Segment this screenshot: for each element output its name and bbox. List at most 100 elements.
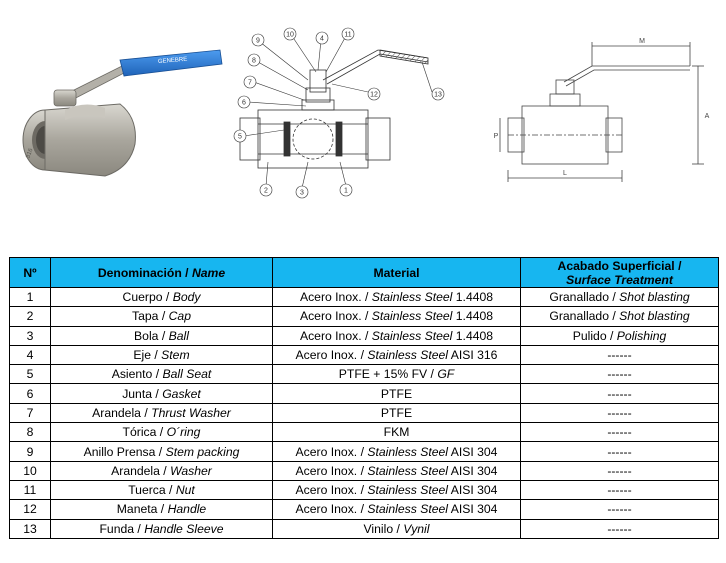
dimension-label-l: L xyxy=(563,170,567,177)
cell-material: Acero Inox. / Stainless Steel AISI 304 xyxy=(272,460,521,481)
material-es: Acero Inox. xyxy=(295,502,358,517)
part-name-es: Eje xyxy=(133,348,151,363)
cell-finish: ------ xyxy=(520,422,719,443)
cell-finish: ------ xyxy=(520,402,719,424)
cell-number: 5 xyxy=(9,364,51,385)
header-finish: Acabado Superficial /Surface Treatment xyxy=(520,257,719,288)
table-row: 8 Tórica / O´ring FKM ------ xyxy=(9,422,719,443)
part-number: 9 xyxy=(26,444,34,459)
cell-name: Maneta / Handle xyxy=(50,499,273,520)
part-name-en: Gasket xyxy=(162,386,201,401)
finish-none: ------ xyxy=(607,405,632,420)
callout-9: 9 xyxy=(256,38,260,45)
finish-none: ------ xyxy=(607,386,632,401)
cell-number: 8 xyxy=(9,422,51,443)
callout-13: 13 xyxy=(434,92,442,99)
finish-none: ------ xyxy=(607,483,632,498)
cell-name: Arandela / Thrust Washer xyxy=(50,402,273,424)
material-code: 1.4408 xyxy=(455,328,494,343)
part-number: 13 xyxy=(23,521,37,536)
part-name-en: Nut xyxy=(175,483,195,498)
finish-none: ------ xyxy=(607,521,632,536)
cell-material: Acero Inox. / Stainless Steel AISI 304 xyxy=(272,441,521,462)
part-name-es: Bola xyxy=(134,328,159,343)
part-number: 2 xyxy=(26,309,34,324)
part-number: 11 xyxy=(23,483,37,498)
callout-2: 2 xyxy=(264,188,268,195)
part-name-es: Cuerpo xyxy=(122,290,163,305)
cell-material: Acero Inox. / Stainless Steel AISI 304 xyxy=(272,499,521,520)
part-name-es: Tuerca xyxy=(128,483,166,498)
cell-number: 3 xyxy=(9,325,51,346)
material-code: 1.4408 xyxy=(455,309,494,324)
cell-name: Arandela / Washer xyxy=(50,460,273,481)
finish-none: ------ xyxy=(607,502,632,517)
part-number: 5 xyxy=(26,367,34,382)
header-finish-en: Surface Treatment xyxy=(566,272,673,287)
material-code: 1.4408 xyxy=(455,290,494,305)
cell-material: Vinilo / Vynil xyxy=(272,518,521,539)
material: FKM xyxy=(383,425,410,440)
material-en: Vynil xyxy=(403,521,430,536)
finish-none: ------ xyxy=(607,444,632,459)
callout-3: 3 xyxy=(300,190,304,197)
header-material: Material xyxy=(272,257,521,288)
material-es: Acero Inox. xyxy=(299,290,362,305)
part-number: 6 xyxy=(26,386,34,401)
part-name-en: Thrust Washer xyxy=(151,405,231,420)
callout-4: 4 xyxy=(320,36,324,43)
table-header-row: Nº Denominación / Name Material Acabado … xyxy=(9,257,719,288)
cell-material: PTFE + 15% FV / GF xyxy=(272,364,521,385)
material-en: Stainless Steel xyxy=(367,502,448,517)
cell-finish: ------ xyxy=(520,499,719,520)
finish-none: ------ xyxy=(607,348,632,363)
finish-none: ------ xyxy=(607,463,632,478)
material-code: AISI 304 xyxy=(450,483,498,498)
finish-none: ------ xyxy=(607,367,632,382)
cell-finish: ------ xyxy=(520,364,719,385)
part-number: 4 xyxy=(26,348,34,363)
material-en: GF xyxy=(437,367,455,382)
cell-name: Funda / Handle Sleeve xyxy=(50,518,273,539)
cell-name: Anillo Prensa / Stem packing xyxy=(50,441,273,462)
svg-text:316: 316 xyxy=(25,147,34,159)
svg-text:GENEBRE: GENEBRE xyxy=(158,57,188,66)
part-name-en: Washer xyxy=(170,463,212,478)
cell-name: Eje / Stem xyxy=(50,344,273,366)
callout-1: 1 xyxy=(344,188,348,195)
cell-material: Acero Inox. / Stainless Steel 1.4408 xyxy=(272,286,521,308)
cell-number: 10 xyxy=(9,460,51,481)
material-en: Stainless Steel xyxy=(371,309,453,324)
valve-product-photo: GENEBRE 316 xyxy=(22,49,223,177)
material-en: Stainless Steel xyxy=(367,483,448,498)
material: PTFE xyxy=(380,386,413,401)
material-en: Stainless Steel xyxy=(367,444,448,459)
dimension-label-a: A xyxy=(705,113,710,120)
cell-finish: ------ xyxy=(520,518,719,539)
cell-material: FKM xyxy=(272,422,521,443)
material-es: Acero Inox. xyxy=(295,348,358,363)
cell-material: Acero Inox. / Stainless Steel AISI 316 xyxy=(272,344,521,366)
part-name-es: Funda xyxy=(99,521,135,536)
cell-number: 1 xyxy=(9,286,51,308)
cell-number: 12 xyxy=(9,499,51,520)
figure-strip: GENEBRE 316 xyxy=(0,0,726,235)
cell-number: 6 xyxy=(9,383,51,404)
part-number: 8 xyxy=(26,425,34,440)
cell-number: 7 xyxy=(9,402,51,424)
cell-name: Asiento / Ball Seat xyxy=(50,364,273,385)
cell-finish: Granallado / Shot blasting xyxy=(520,286,719,308)
cell-name: Tórica / O´ring xyxy=(50,422,273,443)
part-name-es: Asiento xyxy=(111,367,153,382)
callout-5: 5 xyxy=(238,134,242,141)
cell-finish: Granallado / Shot blasting xyxy=(520,306,719,327)
callout-11: 11 xyxy=(344,32,351,39)
finish-en: Shot blasting xyxy=(619,309,690,324)
